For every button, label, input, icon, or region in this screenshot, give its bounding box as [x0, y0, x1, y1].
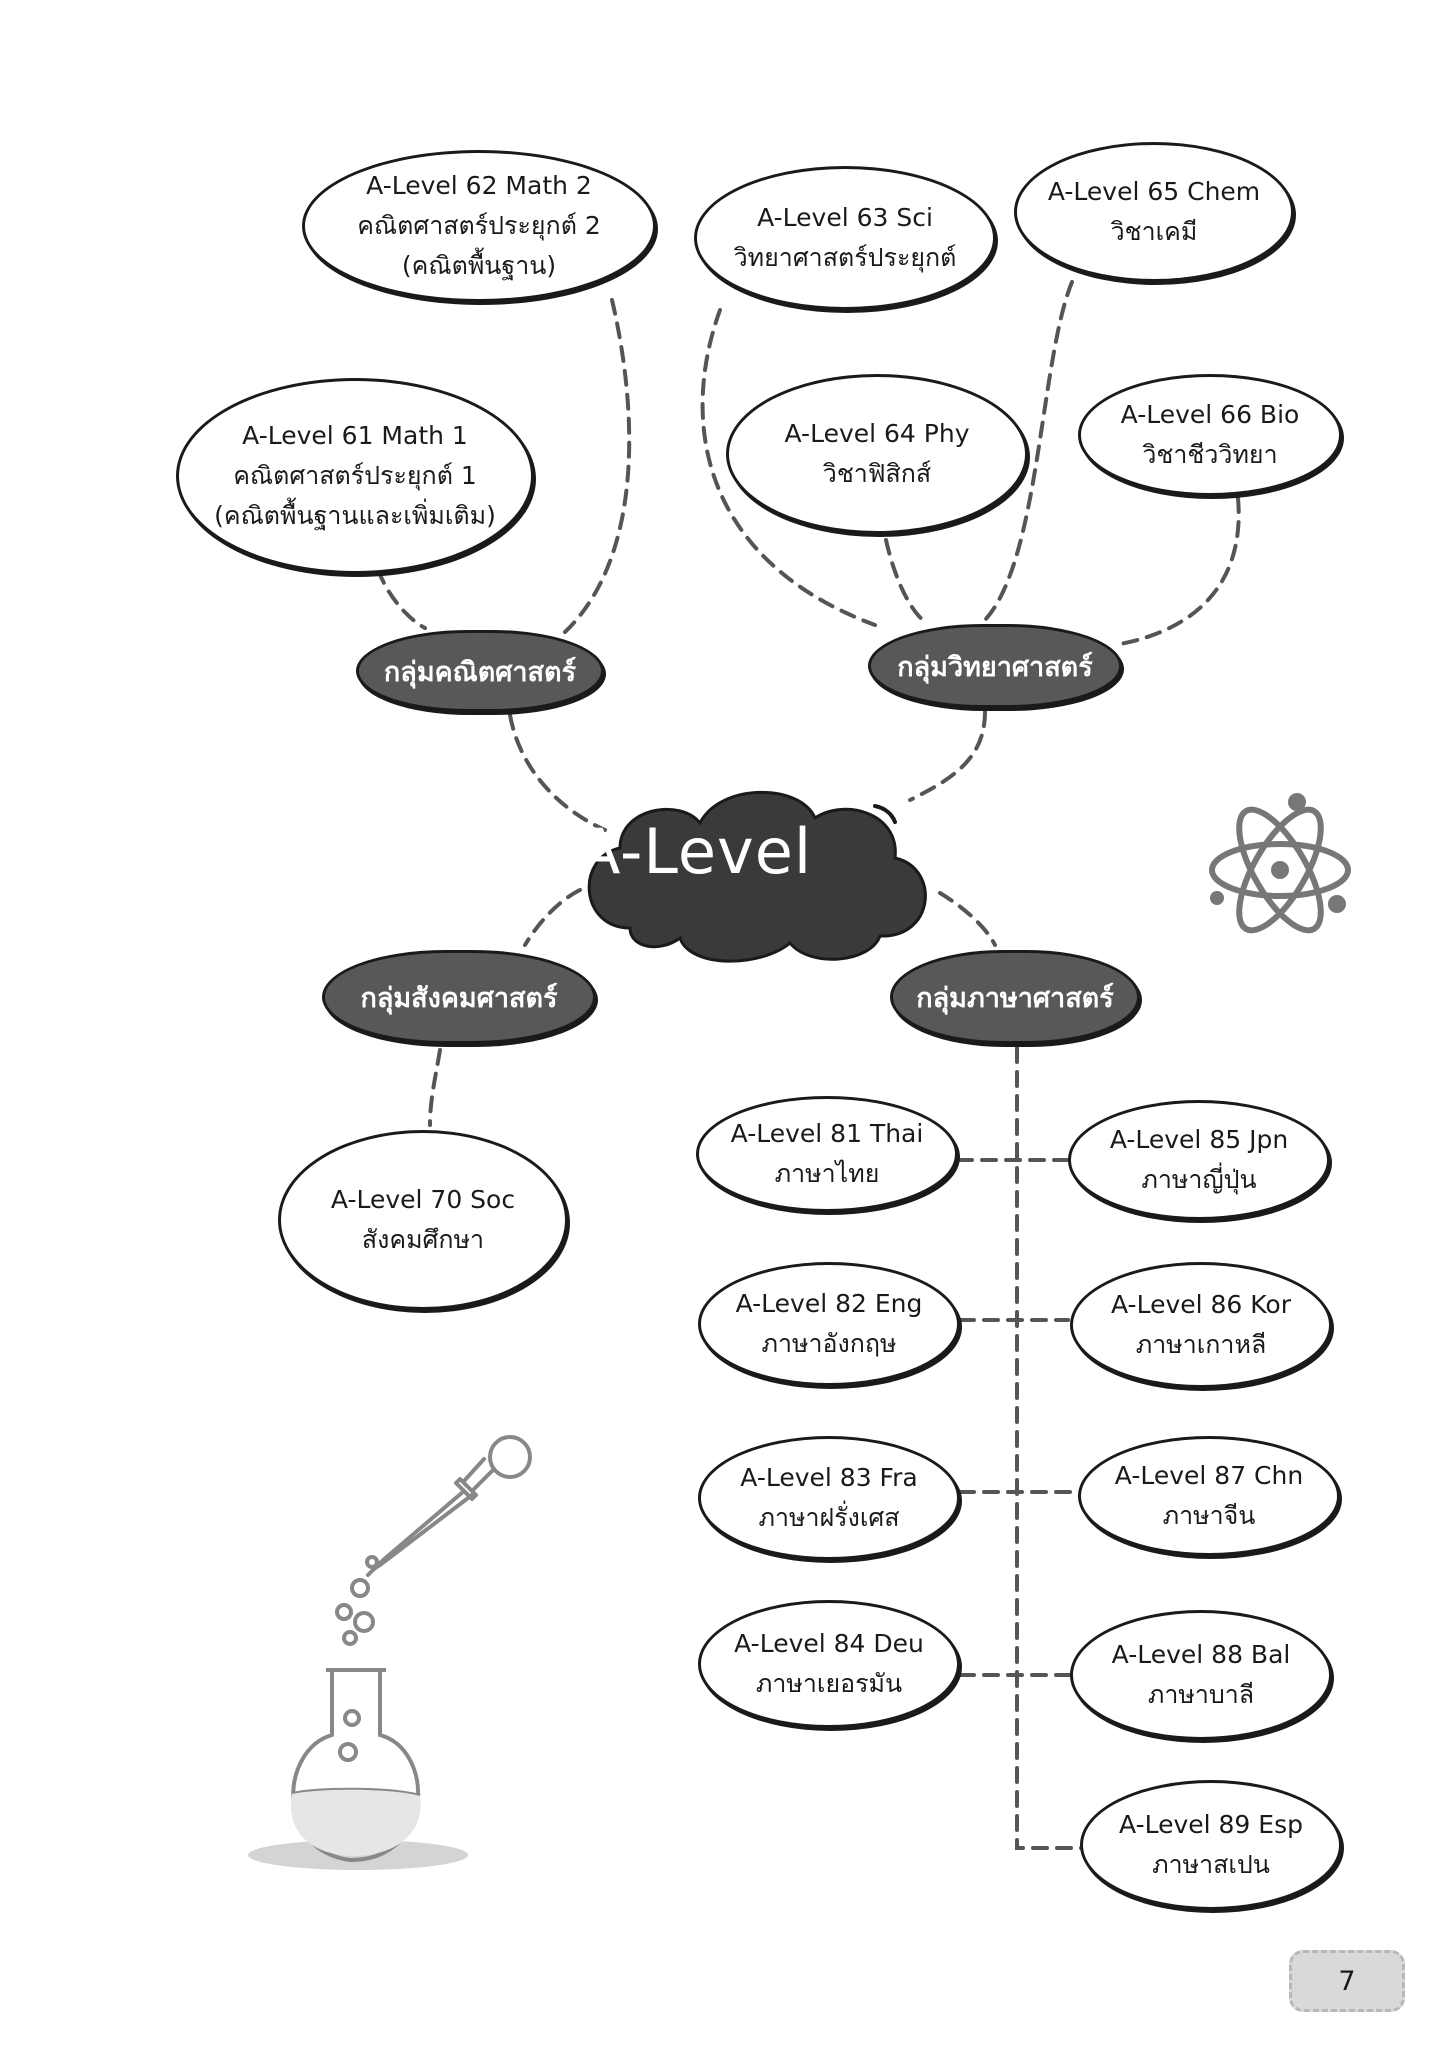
group-social: กลุ่มสังคมศาสตร์: [322, 950, 596, 1044]
subject-node-88: A-Level 88 Bal ภาษาบาลี: [1070, 1610, 1332, 1740]
subject-name: ภาษาเยอรมัน: [755, 1669, 903, 1698]
subject-name: สังคมศึกษา: [361, 1225, 485, 1254]
subject-node-65: A-Level 65 Chem วิชาเคมี: [1014, 142, 1294, 282]
page-number: 7: [1289, 1950, 1405, 2012]
subject-name: ภาษาฝรั่งเศส: [758, 1503, 900, 1532]
center-title: A-Level: [578, 815, 813, 888]
subject-code: A-Level 66 Bio: [1120, 400, 1300, 429]
subject-name: ภาษาอังกฤษ: [761, 1329, 897, 1358]
subject-note: (คณิตพื้นฐานและเพิ่มเติม): [214, 501, 496, 530]
subject-name: ภาษาสเปน: [1152, 1850, 1270, 1879]
subject-node-85: A-Level 85 Jpn ภาษาญี่ปุ่น: [1068, 1100, 1330, 1220]
subject-name: วิชาเคมี: [1110, 217, 1198, 246]
subject-code: A-Level 89 Esp: [1119, 1810, 1303, 1839]
subject-name: วิชาฟิสิกส์: [822, 459, 932, 488]
subject-node-81: A-Level 81 Thai ภาษาไทย: [696, 1096, 958, 1212]
subject-code: A-Level 85 Jpn: [1109, 1125, 1289, 1154]
subject-name: ภาษาเกาหลี: [1135, 1330, 1267, 1359]
subject-node-63: A-Level 63 Sci วิทยาศาสตร์ประยุกต์: [694, 166, 996, 310]
subject-code: A-Level 62 Math 2: [366, 171, 592, 200]
center-cloud: [587, 790, 927, 963]
subject-node-82: A-Level 82 Eng ภาษาอังกฤษ: [698, 1262, 960, 1386]
subject-code: A-Level 81 Thai: [730, 1119, 924, 1148]
subject-name: คณิตศาสตร์ประยุกต์ 1: [233, 461, 477, 490]
subject-node-70: A-Level 70 Soc สังคมศึกษา: [278, 1130, 568, 1310]
subject-name: ภาษาจีน: [1162, 1501, 1256, 1530]
subject-code: A-Level 64 Phy: [784, 419, 970, 448]
atom-icon: [1209, 793, 1351, 934]
subject-node-62: A-Level 62 Math 2 คณิตศาสตร์ประยุกต์ 2 (…: [302, 150, 656, 302]
subject-name: วิทยาศาสตร์ประยุกต์: [733, 243, 957, 272]
subject-code: A-Level 88 Bal: [1111, 1640, 1291, 1669]
subject-code: A-Level 65 Chem: [1047, 177, 1261, 206]
group-math: กลุ่มคณิตศาสตร์: [356, 630, 604, 712]
subject-code: A-Level 70 Soc: [330, 1185, 516, 1214]
subject-node-64: A-Level 64 Phy วิชาฟิสิกส์: [726, 374, 1028, 534]
subject-code: A-Level 84 Deu: [734, 1629, 924, 1658]
subject-name: ภาษาญี่ปุ่น: [1141, 1165, 1257, 1194]
subject-code: A-Level 61 Math 1: [242, 421, 468, 450]
flask-icon: [248, 1555, 468, 1870]
subject-name: คณิตศาสตร์ประยุกต์ 2: [357, 211, 601, 240]
dropper-icon: [366, 1435, 532, 1577]
subject-node-66: A-Level 66 Bio วิชาชีววิทยา: [1078, 374, 1342, 496]
subject-node-87: A-Level 87 Chn ภาษาจีน: [1078, 1436, 1340, 1556]
subject-node-86: A-Level 86 Kor ภาษาเกาหลี: [1070, 1262, 1332, 1388]
subject-code: A-Level 82 Eng: [735, 1289, 923, 1318]
subject-node-89: A-Level 89 Esp ภาษาสเปน: [1080, 1780, 1342, 1910]
subject-code: A-Level 87 Chn: [1114, 1461, 1304, 1490]
subject-code: A-Level 83 Fra: [740, 1463, 918, 1492]
subject-node-61: A-Level 61 Math 1 คณิตศาสตร์ประยุกต์ 1 (…: [176, 378, 534, 574]
subject-node-83: A-Level 83 Fra ภาษาฝรั่งเศส: [698, 1436, 960, 1560]
group-science: กลุ่มวิทยาศาสตร์: [868, 624, 1122, 708]
subject-name: วิชาชีววิทยา: [1142, 440, 1278, 469]
subject-name: ภาษาบาลี: [1147, 1680, 1255, 1709]
subject-name: ภาษาไทย: [774, 1159, 880, 1188]
subject-code: A-Level 63 Sci: [757, 203, 933, 232]
subject-code: A-Level 86 Kor: [1111, 1290, 1291, 1319]
subject-node-84: A-Level 84 Deu ภาษาเยอรมัน: [698, 1600, 960, 1728]
subject-note: (คณิตพื้นฐาน): [401, 251, 557, 280]
group-language: กลุ่มภาษาศาสตร์: [890, 950, 1140, 1044]
